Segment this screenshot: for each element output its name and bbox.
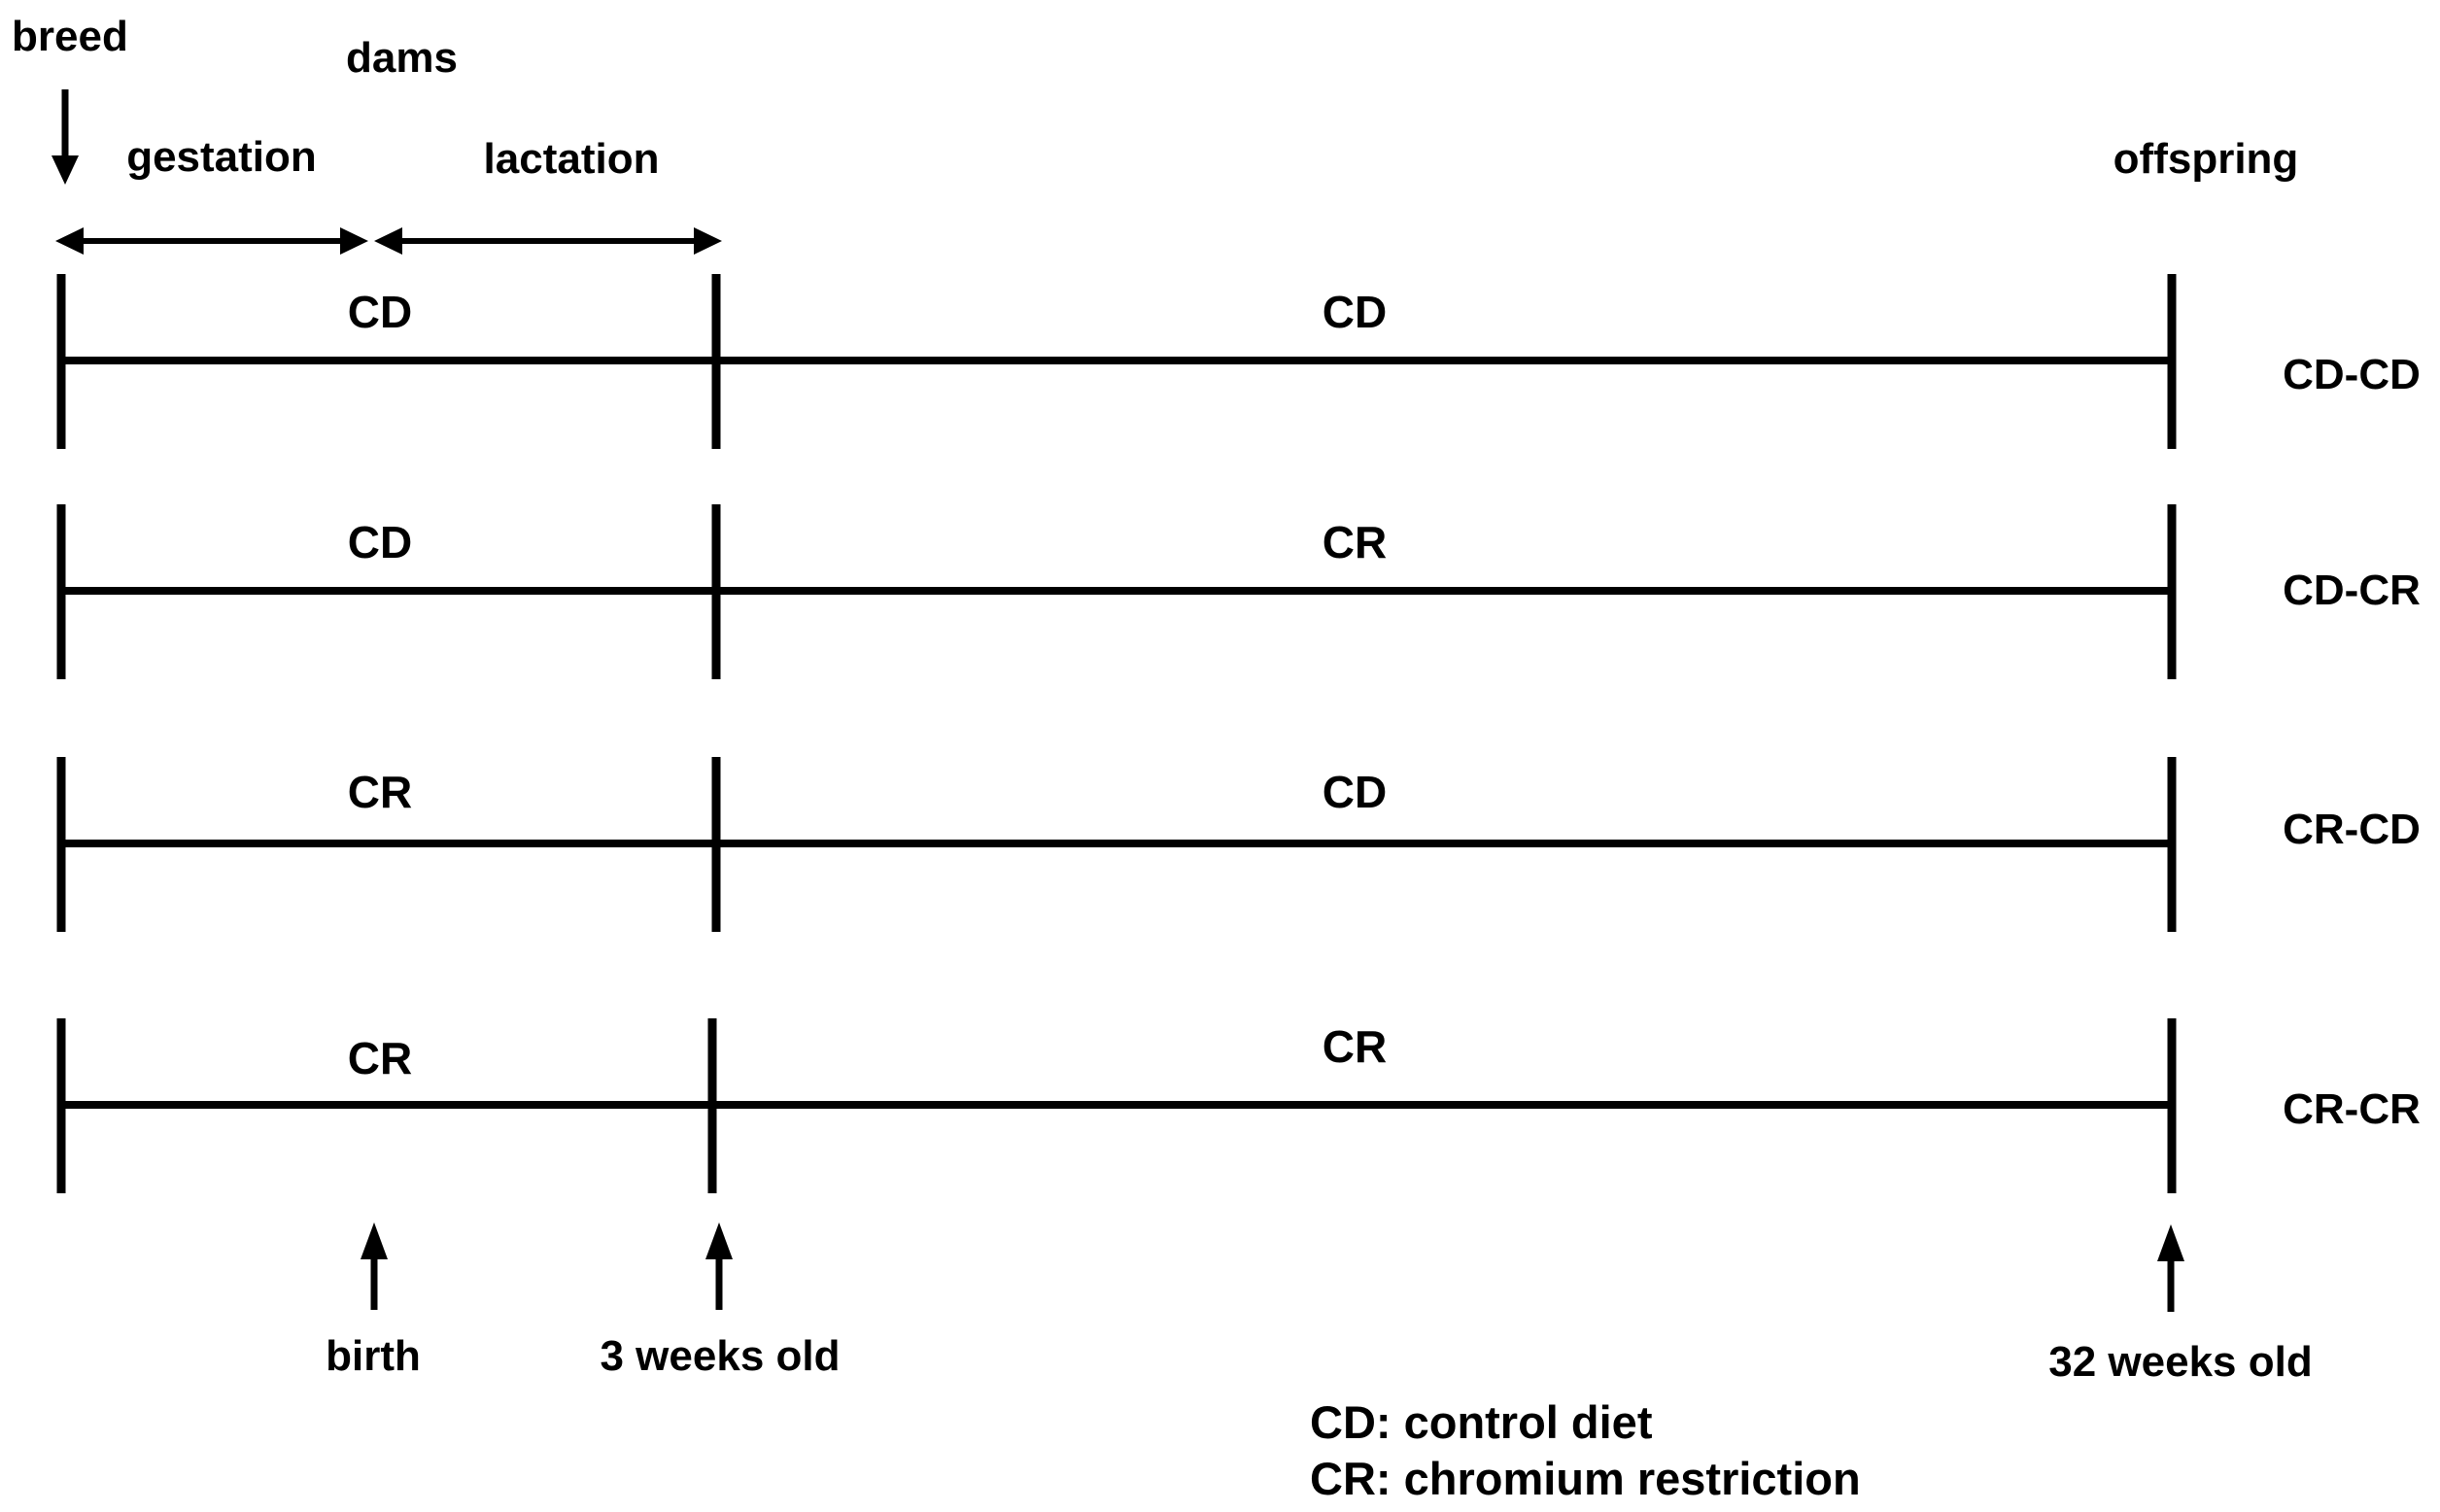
row1-offspring-diet-label: CD (1322, 287, 1388, 337)
row2-offspring-diet-label: CR (1322, 517, 1388, 567)
thirty-two-weeks-up-arrow-icon (2157, 1224, 2184, 1312)
gestation-label: gestation (126, 133, 317, 181)
row3-group-label: CR-CD (2283, 806, 2421, 853)
row1-dam-diet-label: CD (347, 287, 413, 337)
offspring-label: offspring (2113, 135, 2299, 183)
row3-offspring-diet-label: CD (1322, 767, 1388, 817)
legend-cd-definition: CD: control diet (1310, 1396, 1653, 1448)
three-weeks-old-label: 3 weeks old (600, 1332, 841, 1380)
breed-down-arrow-icon (52, 89, 79, 185)
three-weeks-up-arrow-icon (705, 1222, 733, 1310)
row2-group-label: CD-CR (2283, 567, 2421, 614)
breed-label: breed (12, 13, 128, 60)
lactation-label: lactation (483, 135, 660, 183)
lactation-span-arrow-icon (374, 227, 722, 255)
birth-up-arrow-icon (361, 1222, 388, 1310)
row4-dam-diet-label: CR (347, 1033, 413, 1083)
row2-dam-diet-label: CD (347, 517, 413, 567)
row4-offspring-diet-label: CR (1322, 1021, 1388, 1072)
gestation-span-arrow-icon (55, 227, 368, 255)
birth-label: birth (326, 1332, 421, 1380)
dams-label: dams (346, 34, 458, 82)
row4-group-label: CR-CR (2283, 1085, 2421, 1133)
thirty-two-weeks-old-label: 32 weeks old (2048, 1338, 2313, 1386)
legend-cr-definition: CR: chromium restriction (1310, 1453, 1861, 1504)
row3-dam-diet-label: CR (347, 767, 413, 817)
row1-group-label: CD-CD (2283, 351, 2421, 398)
